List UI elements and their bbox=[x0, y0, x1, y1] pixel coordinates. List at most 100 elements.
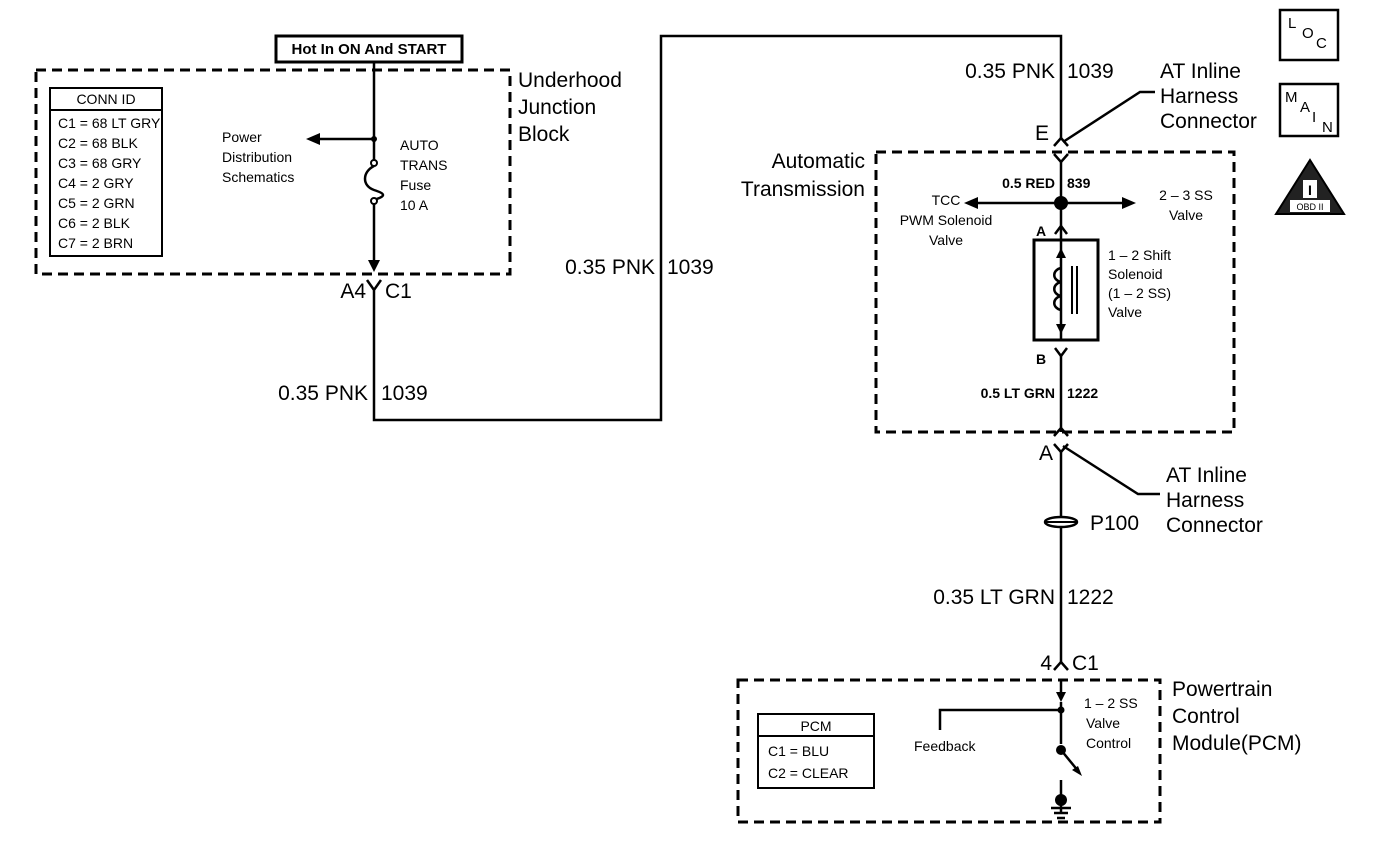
feedback-label: Feedback bbox=[914, 738, 976, 754]
connector-y-icon bbox=[365, 34, 1063, 422]
ground-icon bbox=[1051, 806, 1071, 820]
transmission-title-1: Automatic bbox=[772, 150, 865, 173]
fuse-label-4: 10 A bbox=[400, 197, 429, 213]
pcm-table-row: C2 = CLEAR bbox=[768, 765, 849, 781]
inline-connector-top-leader bbox=[1062, 90, 1155, 144]
wire-gauge-middle: 0.35 PNK bbox=[565, 256, 655, 279]
fuse-icon bbox=[363, 164, 385, 202]
solenoid-connector-b-icon bbox=[1054, 347, 1068, 359]
power-label: Hot In ON And START bbox=[292, 41, 447, 58]
solenoid-coil-icon bbox=[1053, 266, 1062, 312]
pcm-title-1: Powertrain bbox=[1172, 678, 1272, 701]
conn-id-row: C3 = 68 GRY bbox=[58, 155, 142, 171]
power-label-box bbox=[274, 34, 464, 64]
conn-id-row: C6 = 2 BLK bbox=[58, 215, 131, 231]
ss23-label-1: 2 – 3 SS bbox=[1159, 187, 1213, 203]
main-icon bbox=[1278, 82, 1340, 138]
pcm-title-2: Control bbox=[1172, 705, 1240, 728]
conn-id-row: C7 = 2 BRN bbox=[58, 235, 133, 251]
conn-id-row: C5 = 2 GRN bbox=[58, 195, 135, 211]
wire-circuit-middle: 1039 bbox=[667, 256, 714, 279]
underhood-title-3: Block bbox=[518, 123, 570, 146]
fuse-terminal-top bbox=[370, 159, 378, 167]
wire-gauge-lt-grn-lower: 0.35 LT GRN bbox=[933, 586, 1055, 609]
inline-connector-bottom-pin: A bbox=[1039, 442, 1053, 465]
transmission-title-2: Transmission bbox=[741, 178, 865, 201]
ss23-label-2: Valve bbox=[1169, 207, 1203, 223]
svg-text:L: L bbox=[1288, 15, 1296, 32]
pcm-table-header: PCM bbox=[800, 718, 831, 734]
solenoid-label-4: Valve bbox=[1108, 304, 1142, 320]
automatic-transmission-outline bbox=[874, 150, 1236, 434]
splice-label: P100 bbox=[1090, 512, 1139, 535]
solenoid-label-3: (1 – 2 SS) bbox=[1108, 285, 1171, 301]
svg-text:C: C bbox=[1316, 35, 1327, 52]
solenoid-pin-a: A bbox=[1036, 223, 1046, 239]
power-dist-label-1: Power bbox=[222, 129, 262, 145]
svg-text:M: M bbox=[1285, 89, 1298, 106]
tcc-label-1: TCC bbox=[932, 192, 961, 208]
fuse-label-3: Fuse bbox=[400, 177, 431, 193]
pcm-outline bbox=[736, 678, 1162, 824]
ground-node-icon bbox=[1055, 794, 1067, 806]
solenoid-pin-b: B bbox=[1036, 351, 1046, 367]
tcc-label-3: Valve bbox=[929, 232, 963, 248]
control-label-2: Valve bbox=[1086, 715, 1120, 731]
loc-icon bbox=[1278, 8, 1340, 62]
arrow-up-icon bbox=[1056, 248, 1066, 258]
wire-gauge-red: 0.5 RED bbox=[1002, 175, 1055, 191]
tcc-label-2: PWM Solenoid bbox=[900, 212, 993, 228]
underhood-title-2: Junction bbox=[518, 96, 596, 119]
inline-connector-bottom-label-2: Harness bbox=[1166, 489, 1244, 512]
control-label-3: Control bbox=[1086, 735, 1131, 751]
feedback-wire bbox=[938, 708, 1061, 730]
pcm-table-row: C1 = BLU bbox=[768, 743, 829, 759]
inline-connector-top-label-2: Harness bbox=[1160, 85, 1238, 108]
svg-text:I: I bbox=[1308, 182, 1312, 198]
wire-circuit-left: 1039 bbox=[381, 382, 428, 405]
inline-connector-top-pin: E bbox=[1035, 122, 1049, 145]
svg-text:A: A bbox=[1300, 99, 1310, 116]
wire-circuit-top-right: 1039 bbox=[1067, 60, 1114, 83]
underhood-junction-block-outline bbox=[34, 68, 512, 276]
connector-name-c1: C1 bbox=[385, 280, 412, 303]
svg-text:I: I bbox=[1312, 109, 1316, 126]
wire-circuit-lt-grn-lower: 1222 bbox=[1067, 586, 1114, 609]
wire-circuit-red: 839 bbox=[1067, 175, 1091, 191]
solenoid-box bbox=[1032, 238, 1100, 342]
arrow-left-icon bbox=[964, 197, 978, 209]
arrow-down-icon bbox=[368, 260, 380, 272]
wire-gauge-left: 0.35 PNK bbox=[278, 382, 368, 405]
wire-circuit-lt-grn-internal: 1222 bbox=[1067, 385, 1098, 401]
connector-pin-a4: A4 bbox=[340, 280, 366, 303]
arrow-down-icon bbox=[1056, 324, 1066, 334]
pcm-title-3: Module(PCM) bbox=[1172, 732, 1302, 755]
arrow-left-icon bbox=[306, 133, 320, 145]
solenoid-label-2: Solenoid bbox=[1108, 266, 1163, 282]
fuse-label-2: TRANS bbox=[400, 157, 447, 173]
control-label-1: 1 – 2 SS bbox=[1084, 695, 1138, 711]
conn-id-row: C1 = 68 LT GRY bbox=[58, 115, 161, 131]
svg-text:O: O bbox=[1302, 25, 1314, 42]
wire-gauge-top-right: 0.35 PNK bbox=[965, 60, 1055, 83]
svg-text:N: N bbox=[1322, 119, 1333, 136]
inline-connector-bottom-leader bbox=[1062, 444, 1160, 496]
wire-gauge-lt-grn-internal: 0.5 LT GRN bbox=[981, 385, 1055, 401]
underhood-title-1: Underhood bbox=[518, 69, 622, 92]
solenoid-label-1: 1 – 2 Shift bbox=[1108, 247, 1171, 263]
conn-id-header: CONN ID bbox=[76, 91, 135, 107]
conn-id-row: C2 = 68 BLK bbox=[58, 135, 138, 151]
inline-connector-bottom-label-3: Connector bbox=[1166, 514, 1263, 537]
fuse-label-1: AUTO bbox=[400, 137, 439, 153]
pcm-conn-table bbox=[757, 713, 875, 789]
pcm-connector-name: C1 bbox=[1072, 652, 1099, 675]
svg-text:OBD II: OBD II bbox=[1296, 202, 1323, 212]
power-dist-label-2: Distribution bbox=[222, 149, 292, 165]
arrow-right-icon bbox=[1122, 197, 1136, 209]
conn-id-row: C4 = 2 GRY bbox=[58, 175, 134, 191]
power-dist-label-3: Schematics bbox=[222, 169, 294, 185]
pcm-connector-icon bbox=[1053, 660, 1069, 671]
fuse-terminal-bottom bbox=[370, 197, 378, 205]
pcm-connector-pin: 4 bbox=[1040, 652, 1052, 675]
